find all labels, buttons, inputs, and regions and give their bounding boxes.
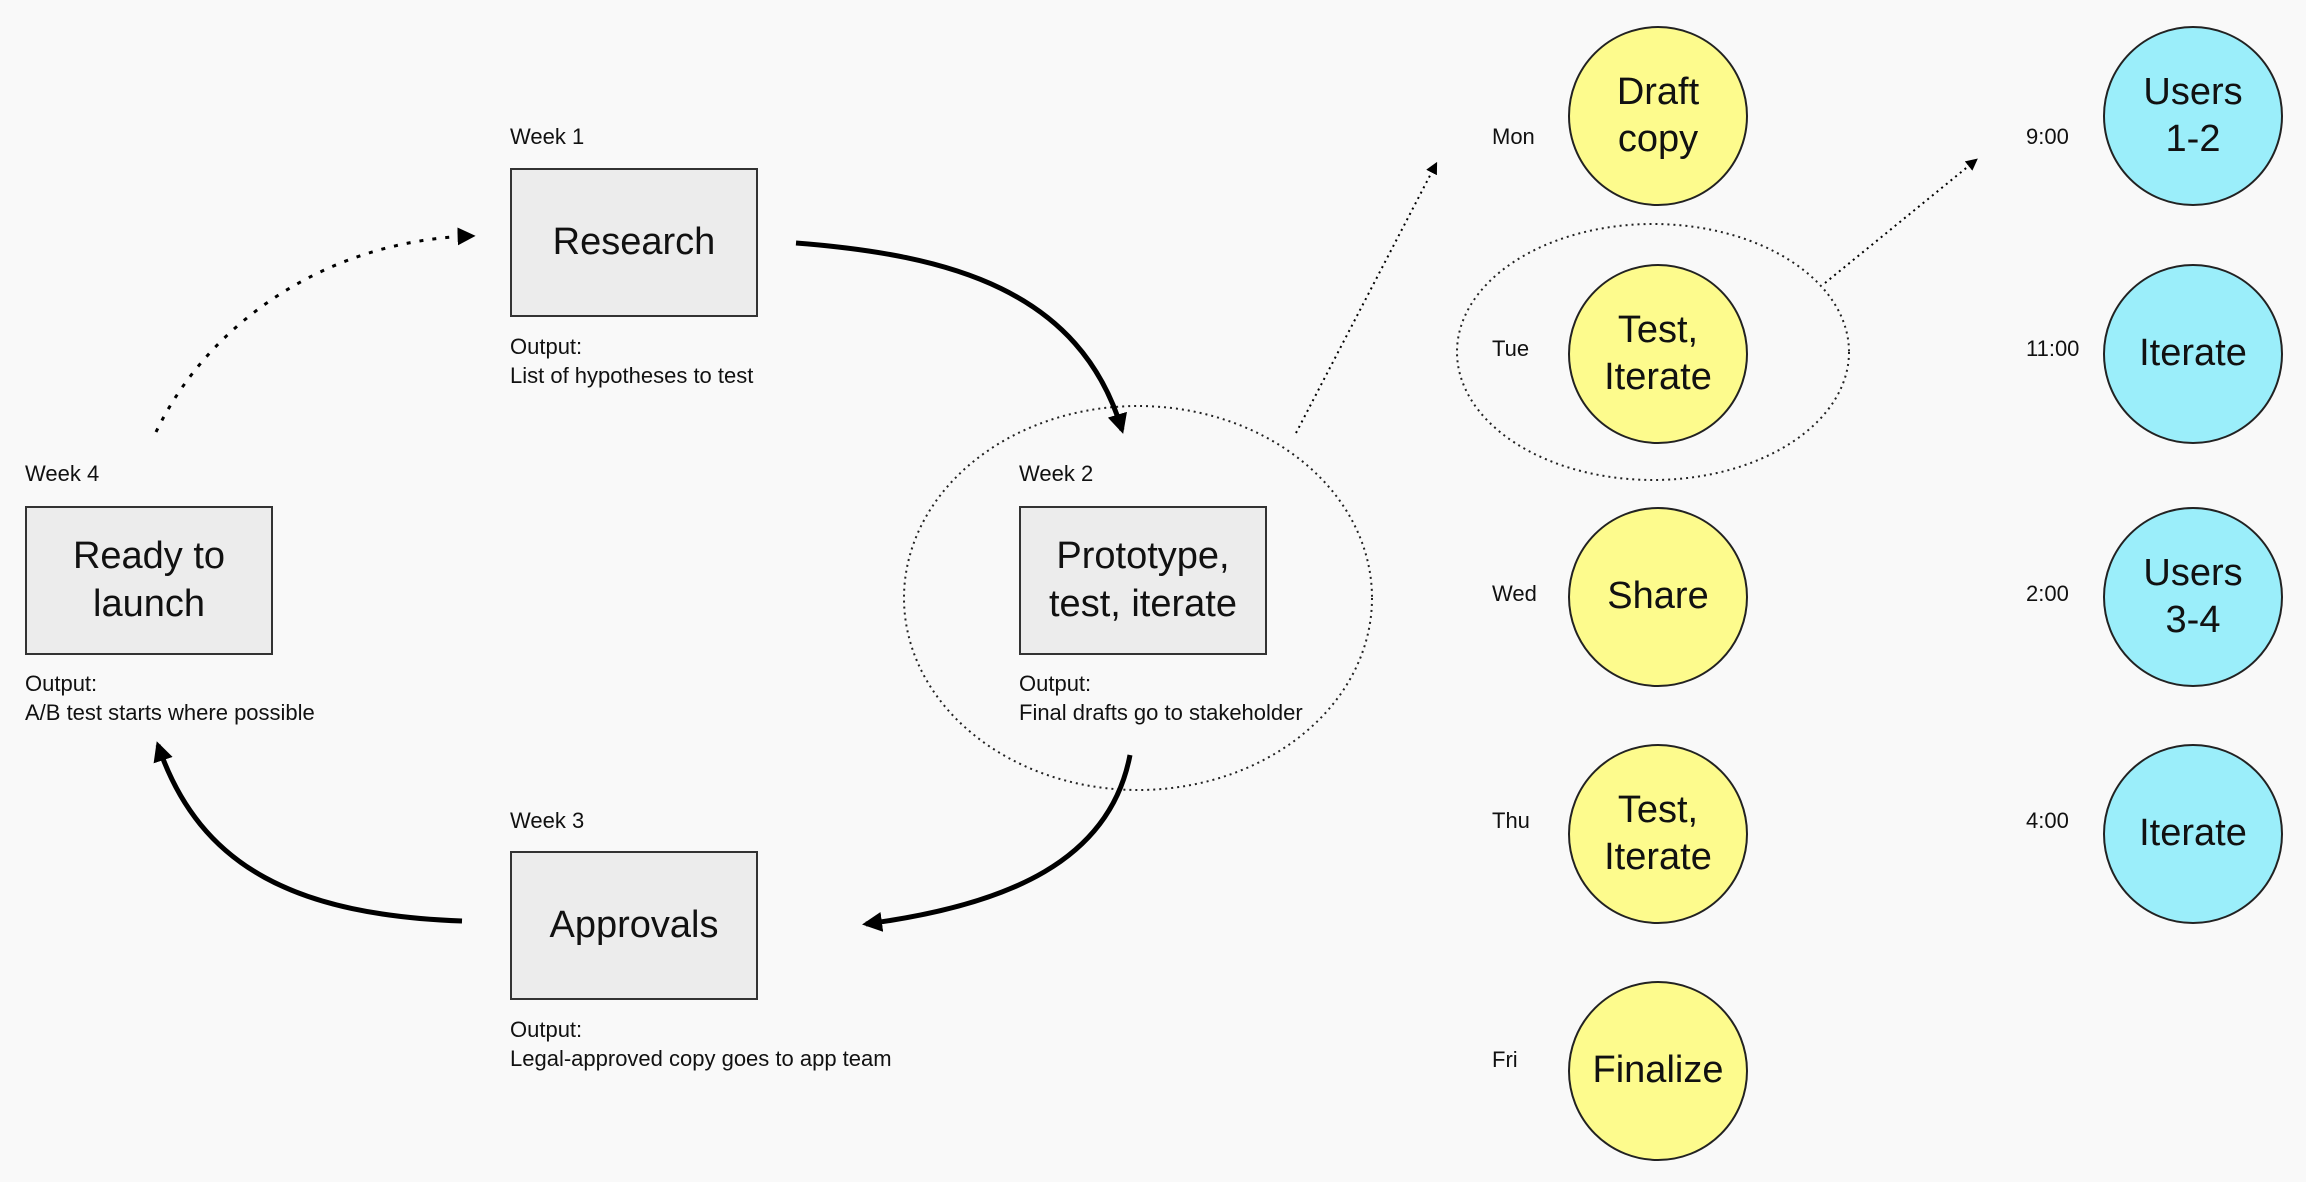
week4-output: Output: A/B test starts where possible (25, 669, 315, 727)
arrow-week2-to-days (1295, 161, 1438, 434)
time-circle-0900: Users 1-2 (2103, 26, 2283, 206)
week3-output-label: Output: (510, 1017, 583, 1042)
week2-focus-ellipse (903, 405, 1373, 791)
time-label-0900: 9:00 (2026, 124, 2069, 149)
week2-label: Week 2 (1019, 461, 1094, 486)
week4-output-label: Output: (25, 671, 98, 696)
day-circle-wed: Share (1568, 507, 1748, 687)
day-task-thu: Test, Iterate (1604, 788, 1712, 879)
day-task-tue: Test, Iterate (1604, 308, 1712, 399)
week4-output-text: A/B test starts where possible (25, 700, 315, 725)
day-label-thu: Thu (1492, 808, 1530, 833)
ready-to-launch-box: Ready to launch (25, 506, 273, 655)
week2-output: Output: Final drafts go to stakeholder (1019, 669, 1303, 727)
tuesday-focus-ellipse (1456, 223, 1850, 481)
time-label-1100: 11:00 (2026, 336, 2080, 361)
day-circle-fri: Finalize (1568, 981, 1748, 1161)
time-task-1100: Iterate (2139, 332, 2247, 375)
arrow-week2-to-week3 (862, 754, 1133, 932)
day-task-mon: Draft copy (1616, 70, 1700, 161)
day-label-fri: Fri (1492, 1047, 1518, 1072)
day-circle-thu: Test, Iterate (1568, 744, 1748, 924)
time-task-0900: Users 1-2 (2143, 70, 2243, 161)
week1-output-text: List of hypotheses to test (510, 363, 754, 388)
day-label-mon: Mon (1492, 124, 1535, 149)
arrow-tuesday-to-times (1824, 158, 1978, 284)
arrow-week1-to-week2 (795, 240, 1127, 434)
prototype-box: Prototype, test, iterate (1019, 506, 1267, 655)
week3-label: Week 3 (510, 808, 585, 833)
day-circle-mon: Draft copy (1568, 26, 1748, 206)
week3-output: Output: Legal-approved copy goes to app … (510, 1015, 892, 1073)
week3-output-text: Legal-approved copy goes to app team (510, 1046, 892, 1071)
day-circle-tue: Test, Iterate (1568, 264, 1748, 444)
week1-label: Week 1 (510, 124, 585, 149)
time-circle-1100: Iterate (2103, 264, 2283, 444)
approvals-box-title: Approvals (549, 903, 719, 946)
time-label-0200: 2:00 (2026, 581, 2069, 606)
time-label-0400: 4:00 (2026, 808, 2069, 833)
time-circle-0200: Users 3-4 (2103, 507, 2283, 687)
arrow-week4-to-week1 (154, 227, 476, 433)
research-box-title: Research (552, 220, 716, 263)
time-circle-0400: Iterate (2103, 744, 2283, 924)
arrow-week3-to-week4 (153, 741, 463, 924)
day-label-tue: Tue (1492, 336, 1530, 361)
time-task-0200: Users 3-4 (2143, 551, 2243, 642)
week1-output-label: Output: (510, 334, 583, 359)
research-box: Research (510, 168, 758, 317)
week2-output-label: Output: (1019, 671, 1092, 696)
day-task-fri: Finalize (1592, 1049, 1724, 1092)
day-label-wed: Wed (1492, 581, 1537, 606)
week1-output: Output: List of hypotheses to test (510, 332, 753, 390)
week2-output-text: Final drafts go to stakeholder (1019, 700, 1303, 725)
prototype-box-title: Prototype, test, iterate (1049, 535, 1237, 625)
ready-to-launch-box-title: Ready to launch (72, 535, 226, 625)
time-task-0400: Iterate (2139, 812, 2247, 855)
week4-label: Week 4 (25, 461, 100, 486)
approvals-box: Approvals (510, 851, 758, 1000)
day-task-wed: Share (1607, 575, 1709, 618)
